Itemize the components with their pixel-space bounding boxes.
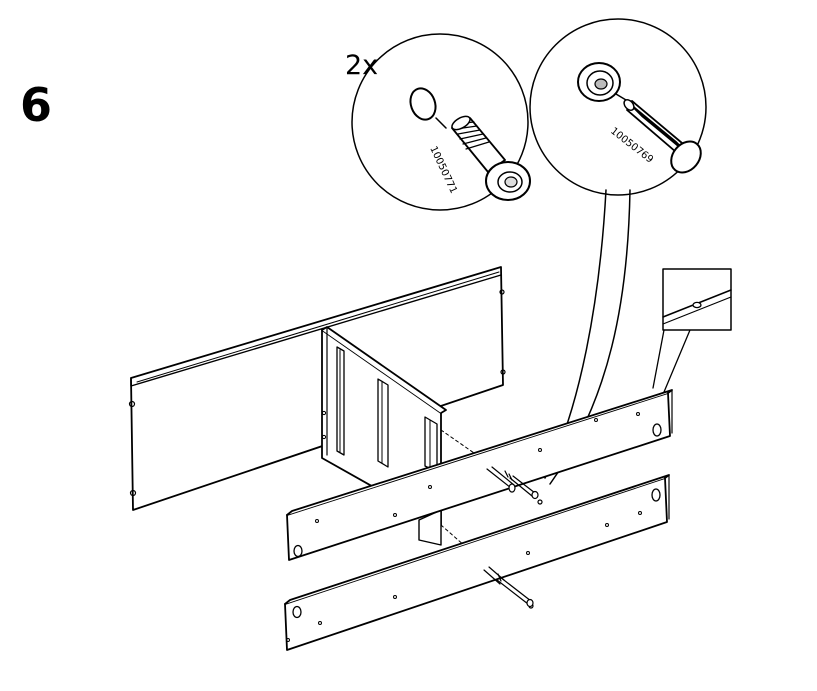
pre-drilled-hole-detail-icon xyxy=(652,268,732,393)
cam-lock-dowel-icon xyxy=(409,87,531,201)
cam-lock-dowel-fitting xyxy=(486,466,539,500)
upper-front-rail xyxy=(286,389,673,561)
callout-circle-1: 10050771 xyxy=(351,33,531,211)
cabinet-back-panel xyxy=(128,266,506,511)
step-number: 6 xyxy=(20,78,53,132)
quantity-label: 2x xyxy=(345,50,379,81)
lower-front-rail xyxy=(284,474,670,651)
callout-circle-2: 10050769 xyxy=(529,18,707,196)
wooden-dowel-icon xyxy=(577,62,702,174)
dowel-fitting xyxy=(483,566,534,608)
